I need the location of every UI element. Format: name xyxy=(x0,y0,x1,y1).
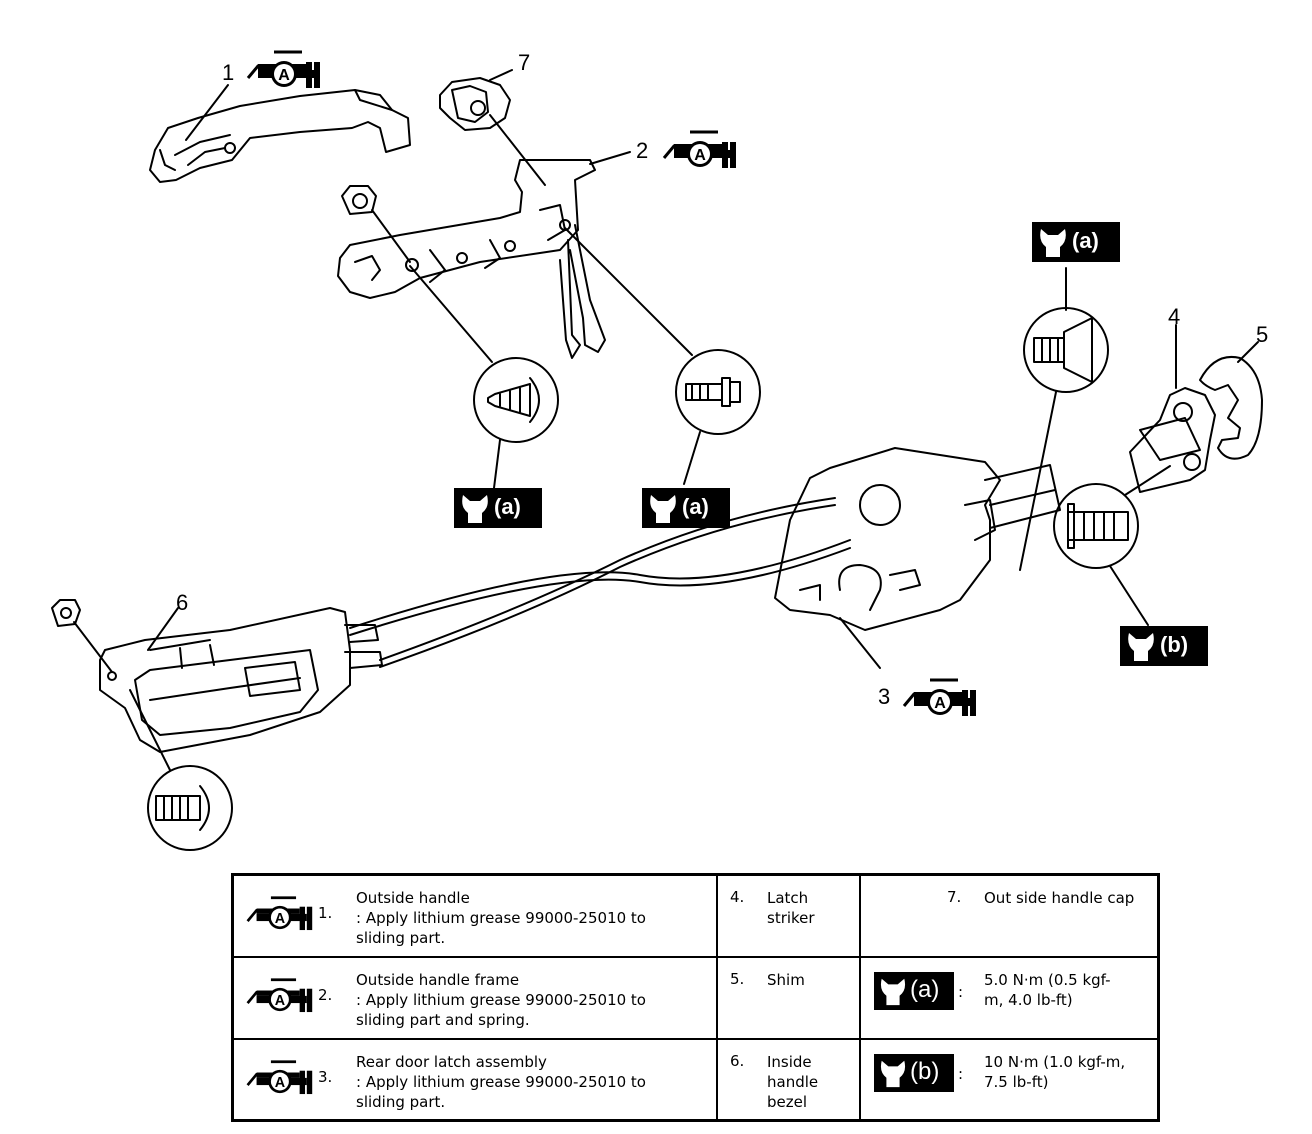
row-4-number: 4. xyxy=(730,888,745,906)
row-2-note: : Apply lithium grease 99000-25010 to xyxy=(356,991,646,1009)
row-7-part-name: Out side handle cap xyxy=(984,889,1135,907)
outside-handle-frame-part xyxy=(337,159,606,359)
grease-symbol-icon: A xyxy=(902,678,976,716)
table-divider xyxy=(716,876,718,1119)
outside-handle-cap-part xyxy=(439,77,511,131)
table-divider xyxy=(234,1038,1157,1040)
torque-badge-a: (a) xyxy=(454,488,542,528)
svg-text:A: A xyxy=(275,1075,285,1091)
wrench-icon xyxy=(1128,633,1154,661)
inside-handle-bezel-part xyxy=(99,607,383,753)
row-1-note: : Apply lithium grease 99000-25010 to xyxy=(356,909,646,927)
row-2-number: 2. xyxy=(318,986,333,1004)
callout-3: 3 xyxy=(878,684,891,709)
grease-symbol-icon: A xyxy=(246,896,313,931)
callout-2: 2 xyxy=(636,138,649,163)
torque-value-a: m, 4.0 lb-ft) xyxy=(984,991,1073,1009)
row-3-part-name: Rear door latch assembly xyxy=(356,1053,547,1071)
wrench-icon xyxy=(880,978,906,1006)
table-divider xyxy=(234,956,1157,958)
svg-text:A: A xyxy=(275,911,285,927)
svg-text:A: A xyxy=(694,147,706,164)
row-7-number: 7. xyxy=(947,888,962,906)
wrench-icon xyxy=(650,495,676,523)
rear-door-latch-assembly-part xyxy=(774,447,1061,631)
svg-text:A: A xyxy=(275,993,285,1009)
grease-symbol-icon: A xyxy=(246,978,313,1013)
grease-symbol-icon: A xyxy=(246,50,320,88)
torque-badge-a: (a) xyxy=(1032,222,1120,262)
torque-colon: : xyxy=(958,983,964,1001)
table-divider xyxy=(859,876,861,1119)
svg-text:A: A xyxy=(934,695,946,712)
wrench-icon xyxy=(1040,229,1066,257)
row-6-number: 6. xyxy=(730,1052,745,1070)
row-1-number: 1. xyxy=(318,904,333,922)
shim-part xyxy=(1199,356,1263,460)
row-3-note: sliding part. xyxy=(356,1093,446,1111)
row-6-part-name: Inside xyxy=(767,1053,812,1071)
leader-2 xyxy=(589,151,631,165)
bolt-detail-inside-screw xyxy=(129,689,233,851)
torque-badge-a: (a) xyxy=(874,972,954,1010)
door-latch-exploded-diagram xyxy=(51,69,1263,851)
callout-4: 4 xyxy=(1168,304,1181,329)
torque-badge-a: (a) xyxy=(642,488,730,528)
callout-6: 6 xyxy=(176,590,189,615)
bolt-detail-push-rivet xyxy=(409,265,559,489)
row-2-part-name: Outside handle frame xyxy=(356,971,520,989)
torque-value-b: 7.5 lb-ft) xyxy=(984,1073,1049,1091)
wrench-icon xyxy=(880,1060,906,1088)
row-4-part-name: striker xyxy=(767,909,815,927)
row-3-number: 3. xyxy=(318,1068,333,1086)
bolt-detail-striker-bolt xyxy=(1053,465,1171,626)
clip-part xyxy=(51,599,81,627)
callout-7: 7 xyxy=(518,50,531,75)
bolt-detail-latch-bolt xyxy=(1019,267,1109,571)
nut-part xyxy=(341,185,377,215)
row-1-note: sliding part. xyxy=(356,929,446,947)
torque-badge-b: (b) xyxy=(874,1054,954,1092)
leader-6 xyxy=(147,607,179,651)
row-3-note: : Apply lithium grease 99000-25010 to xyxy=(356,1073,646,1091)
row-4-part-name: Latch xyxy=(767,889,809,907)
torque-colon: : xyxy=(958,1065,964,1083)
row-5-number: 5. xyxy=(730,970,745,988)
torque-badge-b: (b) xyxy=(1120,626,1208,666)
row-2-note: sliding part and spring. xyxy=(356,1011,530,1029)
torque-value-a: 5.0 N·m (0.5 kgf- xyxy=(984,971,1111,989)
row-6-part-name: bezel xyxy=(767,1093,808,1111)
door-cables xyxy=(349,497,851,668)
grease-symbol-icon: A xyxy=(246,1060,313,1095)
svg-text:A: A xyxy=(278,67,290,84)
grease-symbol-icon: A xyxy=(662,130,736,168)
callout-1: 1 xyxy=(222,60,235,85)
row-5-part-name: Shim xyxy=(767,971,805,989)
callout-5: 5 xyxy=(1256,322,1269,347)
leader-5 xyxy=(1237,341,1259,363)
leader-3 xyxy=(839,617,881,669)
latch-striker-part xyxy=(1129,387,1216,493)
wrench-icon xyxy=(462,495,488,523)
leader-1 xyxy=(185,84,229,141)
row-6-part-name: handle xyxy=(767,1073,819,1091)
outside-handle-part xyxy=(149,89,411,183)
row-1-part-name: Outside handle xyxy=(356,889,470,907)
parts-legend-table: A 1. Outside handle : Apply lithium grea… xyxy=(231,873,1160,1122)
torque-value-b: 10 N·m (1.0 kgf-m, xyxy=(984,1053,1126,1071)
leader-7 xyxy=(489,69,513,81)
bolt-detail-flange-bolt xyxy=(564,227,761,485)
